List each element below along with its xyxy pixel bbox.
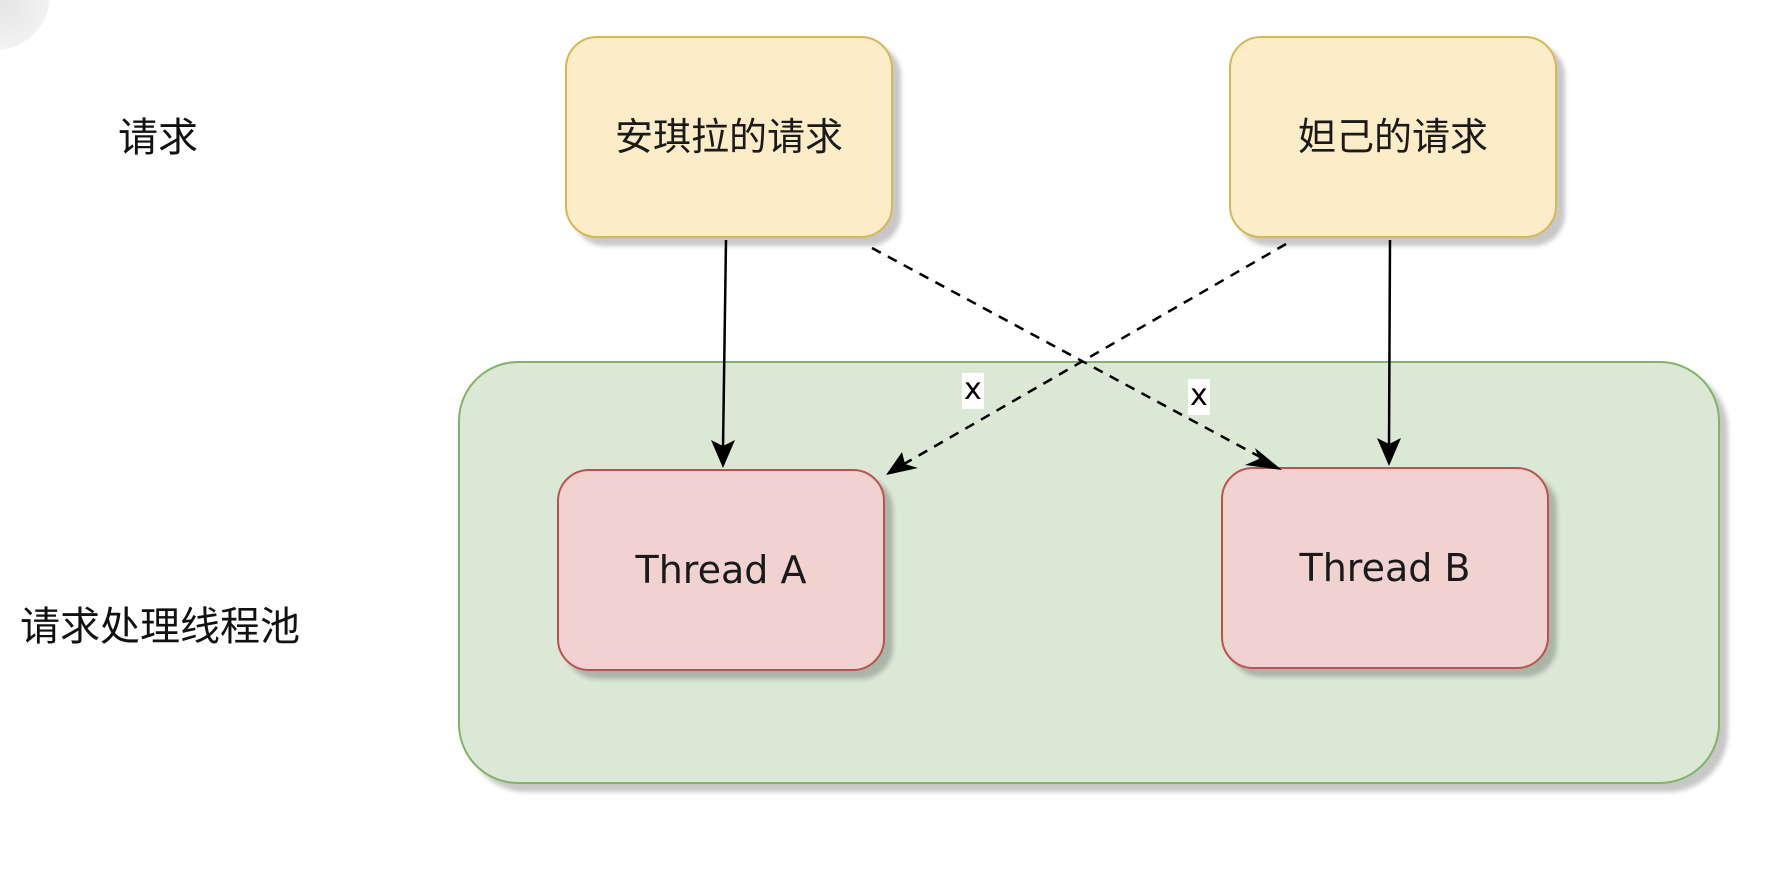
row-label-thread-pool: 请求处理线程池 [20, 604, 300, 650]
row-label-requests: 请求 [118, 115, 198, 161]
edge-daji-to-thread-a-blocked [886, 242, 1287, 475]
request-box-angela-label: 安琪拉的请求 [614, 115, 843, 159]
thread-box-a-label: Thread A [635, 548, 807, 592]
blocked-mark-left: x [962, 372, 984, 409]
arrowhead-icon [1377, 438, 1401, 466]
edge-daji-to-thread-b [1377, 239, 1401, 466]
thread-box-b-label: Thread B [1299, 546, 1471, 590]
edge-angela-to-thread-b-blocked [871, 246, 1282, 470]
arrowhead-icon [1245, 448, 1282, 470]
arrowhead-icon [886, 452, 918, 475]
thread-box-b: Thread B [1221, 467, 1549, 669]
blocked-mark-right: x [1188, 378, 1210, 415]
edge-angela-to-thread-a [711, 239, 735, 468]
request-box-daji-label: 妲己的请求 [1297, 115, 1488, 159]
request-box-daji: 妲己的请求 [1229, 36, 1557, 238]
request-box-angela: 安琪拉的请求 [565, 36, 893, 238]
arrowhead-icon [711, 440, 735, 468]
thread-box-a: Thread A [557, 469, 885, 671]
